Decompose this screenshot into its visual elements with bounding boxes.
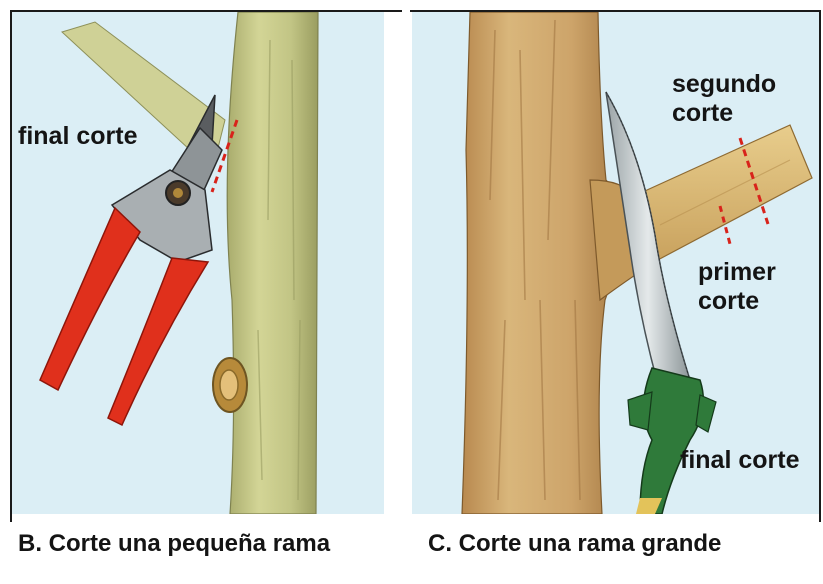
frame-bracket-left bbox=[10, 10, 12, 522]
caption-c: C. Corte una rama grande bbox=[428, 530, 722, 557]
panel-b-tree bbox=[61, 11, 319, 515]
label-final-cut-c: final corte bbox=[680, 446, 800, 474]
frame-bracket-top-left bbox=[10, 10, 402, 12]
label-second-cut-text: segundo corte bbox=[672, 70, 777, 127]
cut-line-b bbox=[210, 119, 239, 193]
pruning-shears bbox=[39, 94, 223, 427]
label-first-cut: primer corte bbox=[698, 258, 788, 316]
cut-line-second bbox=[738, 137, 770, 225]
label-final-cut-b: final corte bbox=[18, 122, 138, 150]
frame-bracket-top-right bbox=[410, 10, 820, 12]
label-second-cut: segundo corte bbox=[672, 70, 782, 128]
caption-strip bbox=[12, 514, 820, 564]
label-first-cut-text: primer corte bbox=[698, 258, 776, 315]
pruning-saw bbox=[605, 91, 717, 515]
caption-b: B. Corte una pequeña rama bbox=[18, 530, 331, 557]
frame-bracket-right bbox=[819, 10, 821, 522]
